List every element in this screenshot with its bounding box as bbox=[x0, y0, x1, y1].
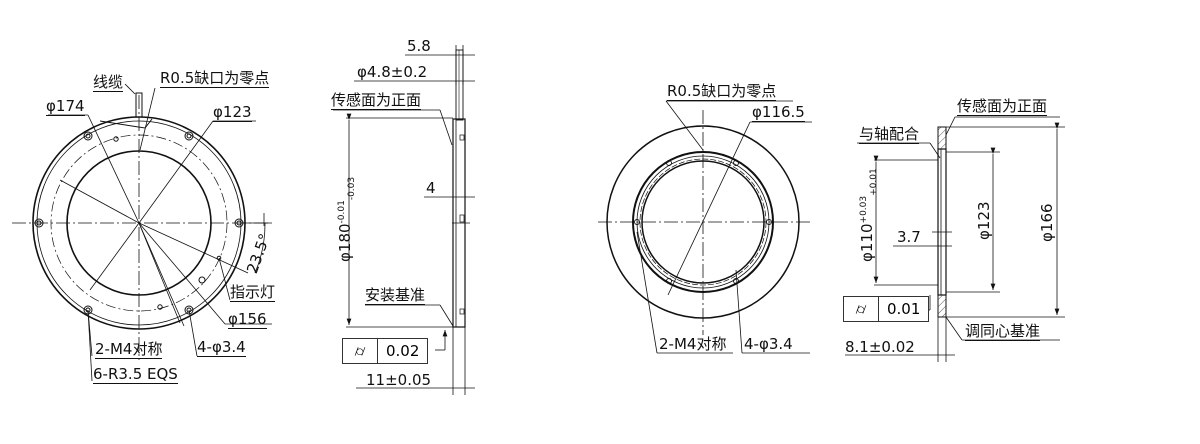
cable-diameter-dim: φ4.8±0.2 bbox=[357, 63, 428, 81]
view2-side-profile bbox=[333, 45, 475, 395]
view1-front-ring bbox=[12, 83, 272, 382]
dim-4: 4 bbox=[426, 179, 436, 197]
view4-side-profile bbox=[845, 116, 1065, 362]
runout-frame-1: ⌭ 0.02 bbox=[342, 338, 429, 364]
radii-label: 6-R3.5 EQS bbox=[93, 365, 178, 384]
indicator-light-label: 指示灯 bbox=[230, 283, 276, 302]
sensing-face-label-2: 传感面为正面 bbox=[957, 97, 1048, 116]
cable-label: 线缆 bbox=[93, 73, 124, 92]
thickness-dim: 11±0.05 bbox=[366, 371, 432, 389]
dia-123-dim: φ123 bbox=[975, 201, 993, 240]
sensing-face-label: 传感面为正面 bbox=[331, 91, 422, 110]
dia-166-dim: φ166 bbox=[1038, 203, 1056, 242]
dim-3-7: 3.7 bbox=[897, 228, 921, 246]
notch-zero-label-2: R0.5缺口为零点 bbox=[667, 82, 777, 101]
inner-diameter-label-2: φ116.5 bbox=[752, 103, 805, 122]
shaft-fit-label: 与轴配合 bbox=[859, 125, 920, 144]
cable-width-dim: 5.8 bbox=[407, 37, 431, 55]
runout-frame-2: ⌭ 0.01 bbox=[843, 296, 930, 322]
runout-tolerance: 0.01 bbox=[887, 300, 921, 318]
bore-diameter-tol-dim: φ110+0.03+0.01 bbox=[858, 168, 879, 262]
threads-label-2: 2-M4对称 bbox=[659, 335, 727, 353]
notch-zero-label: R0.5缺口为零点 bbox=[160, 69, 270, 88]
outer-diameter-tol-dim: φ180-0.01-0.03 bbox=[336, 176, 357, 262]
outer-diameter-label: φ174 bbox=[46, 97, 85, 116]
inner-diameter-label: φ123 bbox=[213, 103, 252, 122]
mount-datum-label: 安装基准 bbox=[365, 286, 426, 305]
pcd-diameter-label: φ156 bbox=[228, 310, 267, 329]
holes-label-2: 4-φ3.4 bbox=[744, 335, 793, 353]
view3-front-ring bbox=[598, 100, 812, 354]
runout-tolerance: 0.02 bbox=[386, 342, 420, 360]
threads-label: 2-M4对称 bbox=[95, 340, 163, 359]
holes-label: 4-φ3.4 bbox=[197, 338, 246, 357]
centering-datum-label: 调同心基准 bbox=[965, 322, 1041, 341]
runout-icon: ⌭ bbox=[844, 297, 879, 321]
thickness-dim-2: 8.1±0.02 bbox=[845, 338, 915, 356]
runout-icon: ⌭ bbox=[343, 339, 378, 363]
